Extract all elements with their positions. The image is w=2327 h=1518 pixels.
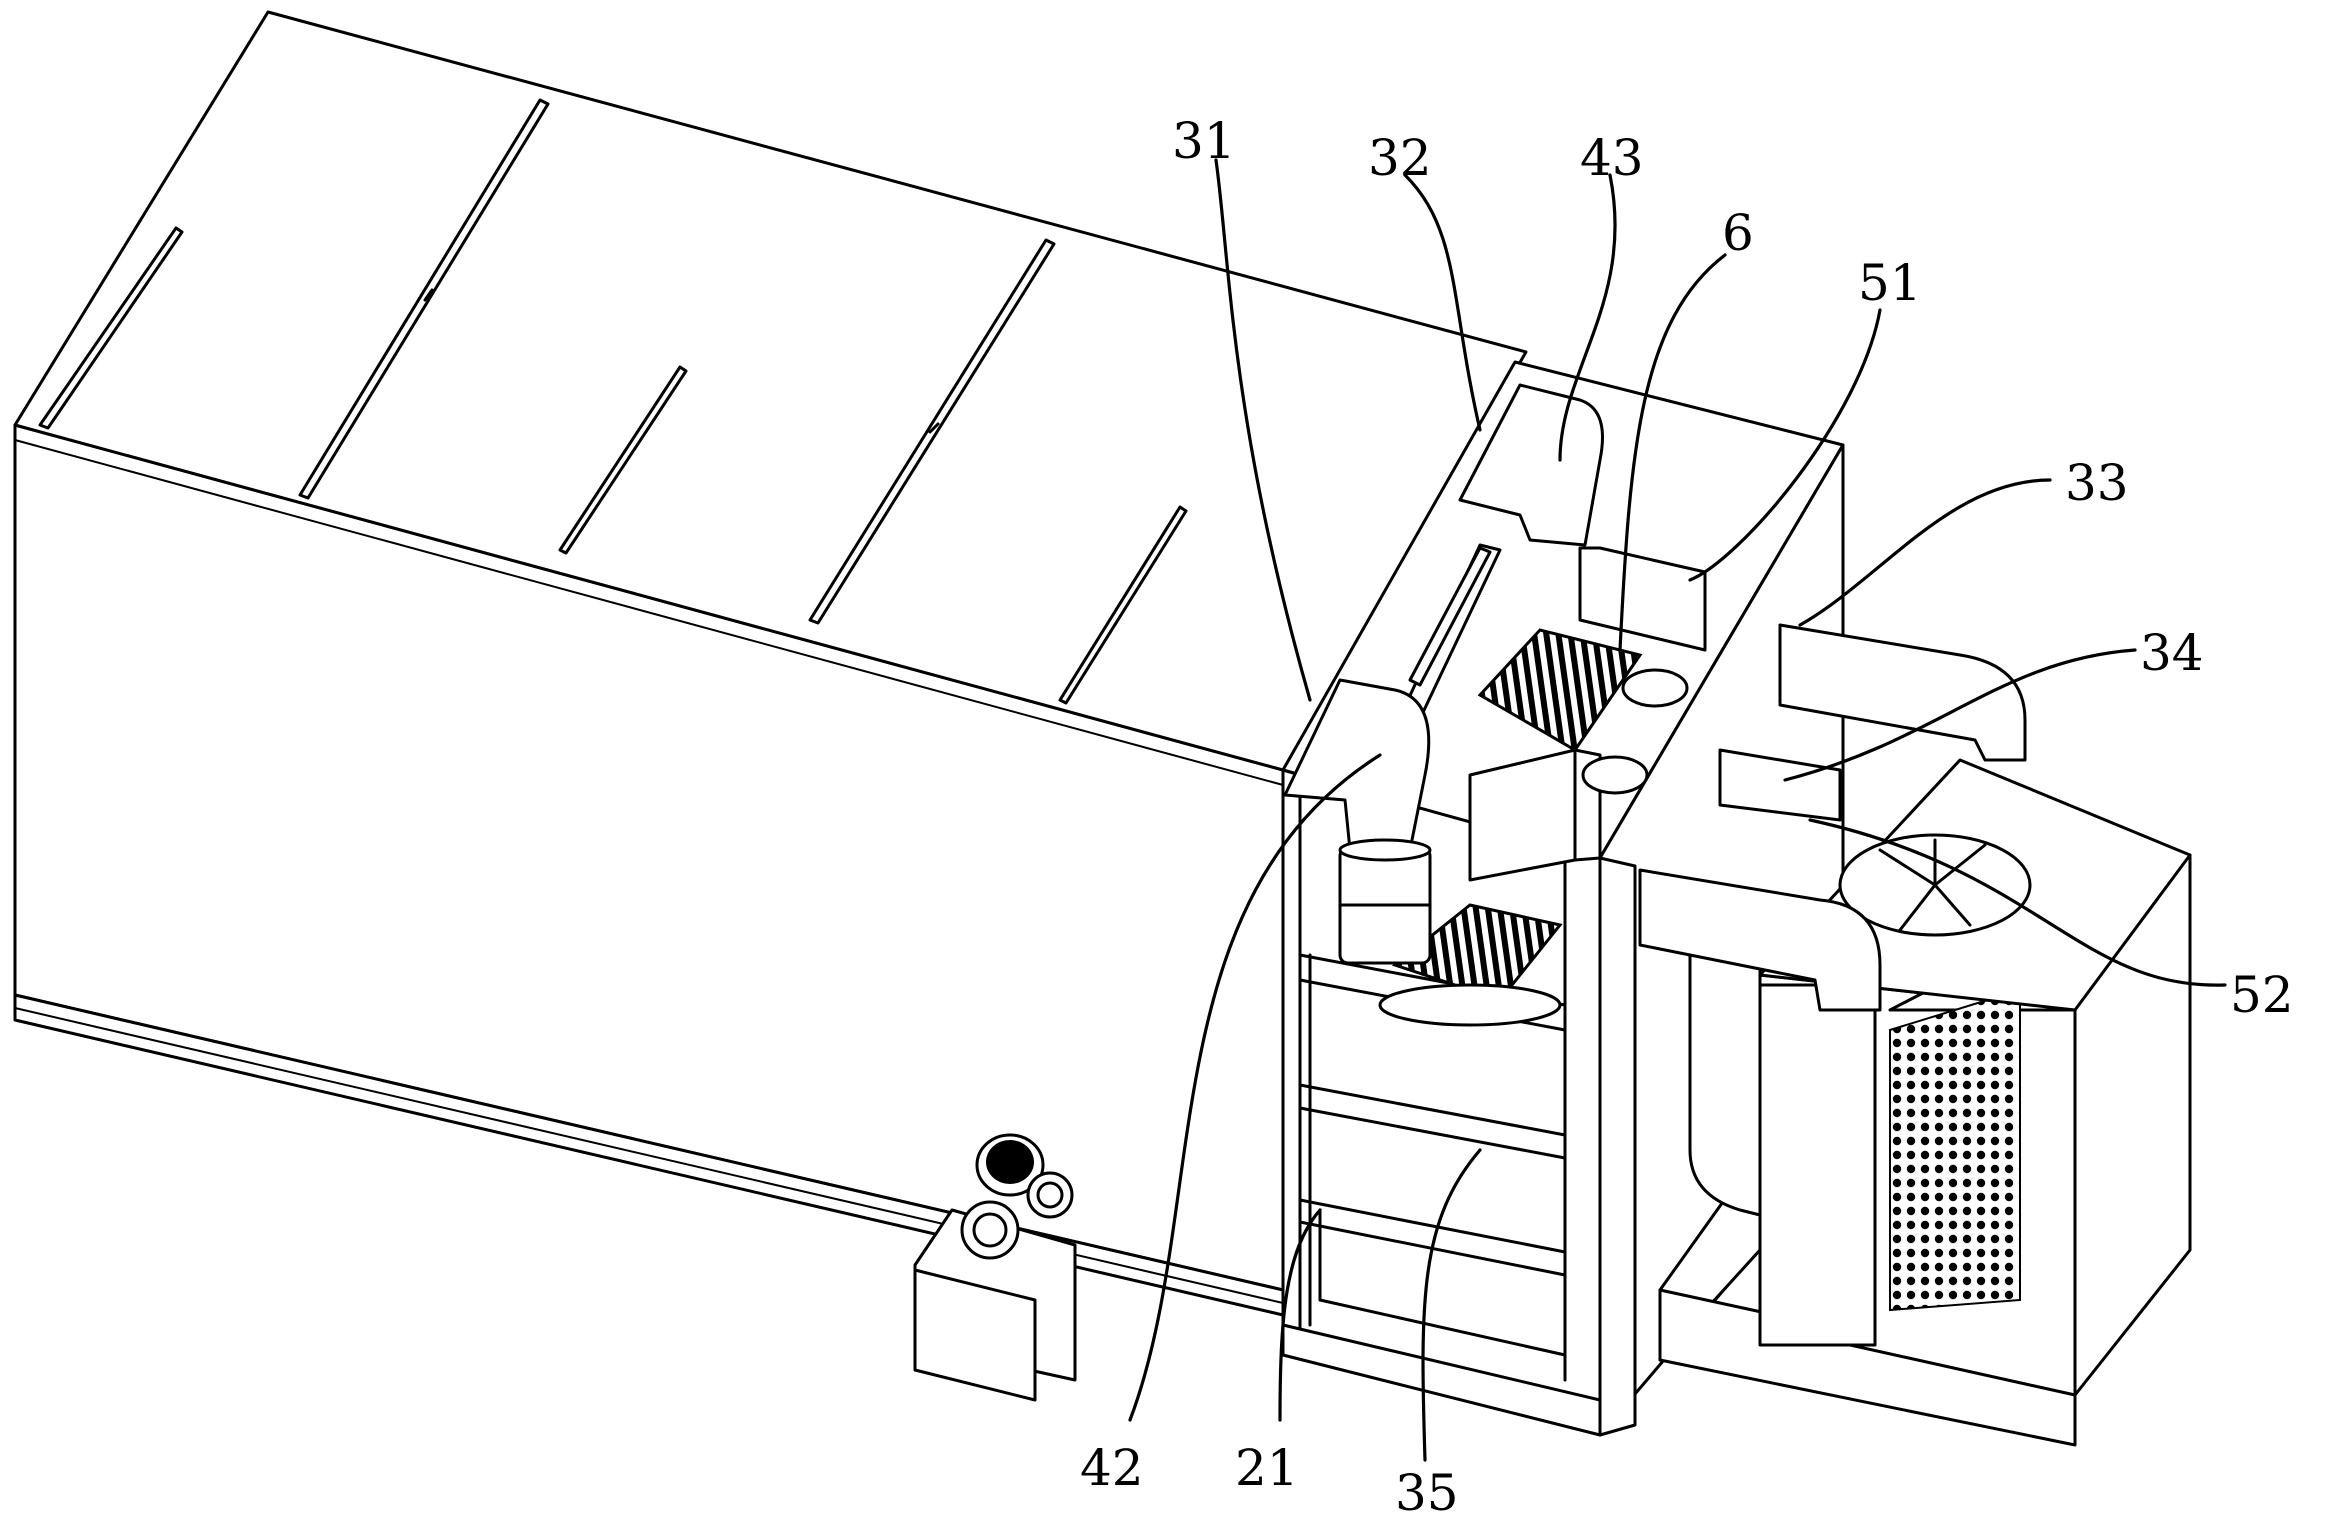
callout-labels: 31 32 43 6 51 33 34 52 42 21 35 — [1080, 112, 2294, 1518]
callout-52: 52 — [2230, 966, 2294, 1024]
leader-lines — [1128, 158, 2227, 1462]
callout-32: 32 — [1368, 129, 1432, 187]
leader-34 — [1783, 648, 2137, 782]
callout-43: 43 — [1580, 129, 1644, 187]
callout-51: 51 — [1858, 254, 1922, 312]
callout-42: 42 — [1080, 1439, 1144, 1497]
roller-stand — [913, 1133, 1077, 1402]
leader-32 — [1403, 173, 1482, 432]
callout-21: 21 — [1235, 1439, 1299, 1497]
right-unit — [1638, 623, 2192, 1447]
leader-6 — [1618, 253, 1727, 652]
roof-ribs — [38, 98, 1188, 705]
callout-35: 35 — [1395, 1464, 1459, 1518]
leader-52 — [1808, 818, 2227, 987]
duct-43 — [1458, 383, 1604, 547]
leader-31 — [1214, 158, 1312, 702]
leader-33 — [1798, 478, 2052, 627]
callout-6: 6 — [1722, 204, 1754, 262]
duct-42 — [1283, 678, 1432, 965]
callout-33: 33 — [2065, 454, 2129, 512]
leader-42 — [1128, 753, 1382, 1422]
leader-21 — [1278, 1208, 1322, 1422]
leader-43 — [1558, 173, 1617, 462]
inner-machinery — [1378, 543, 1707, 1027]
leader-51 — [1688, 308, 1882, 582]
callout-34: 34 — [2140, 624, 2204, 682]
leader-35 — [1421, 1148, 1482, 1462]
callout-31: 31 — [1172, 112, 1236, 170]
